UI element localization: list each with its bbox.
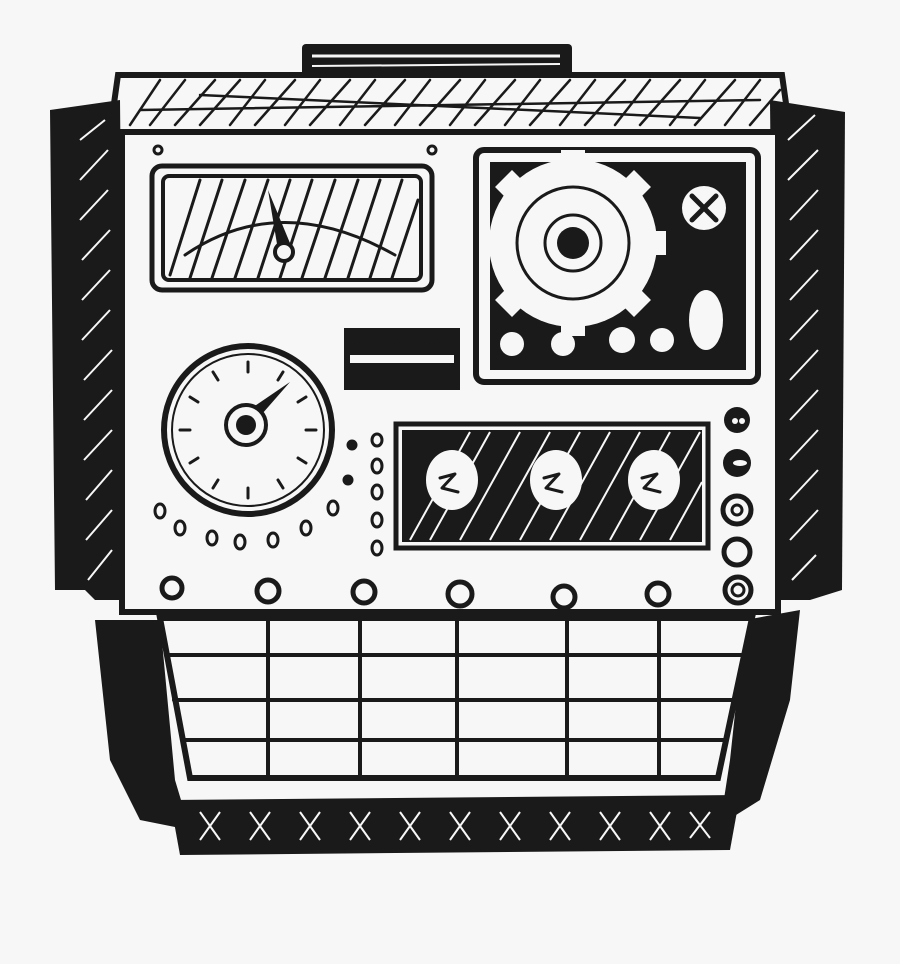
gear-icon [480,150,666,336]
toggle-strip [344,328,460,390]
close-x-knob-icon [682,186,726,230]
gear-display-buttons [500,290,723,356]
bulb-window [393,421,711,551]
top-handle [302,44,572,76]
speaker-grille [156,615,756,781]
bulb-icon [530,450,582,510]
bulb-icon [628,450,680,510]
left-side-panel [50,100,190,830]
knob-column [720,407,754,606]
analog-meter [149,163,435,293]
top-bar [106,72,794,135]
base [170,795,740,855]
right-side-panel [720,100,845,825]
knob-row [159,575,672,611]
indicator-dots [152,144,438,557]
bulb-icon [426,450,478,510]
meter-needle-icon [268,190,295,263]
gear-display [473,147,761,385]
round-gauge [161,343,335,517]
